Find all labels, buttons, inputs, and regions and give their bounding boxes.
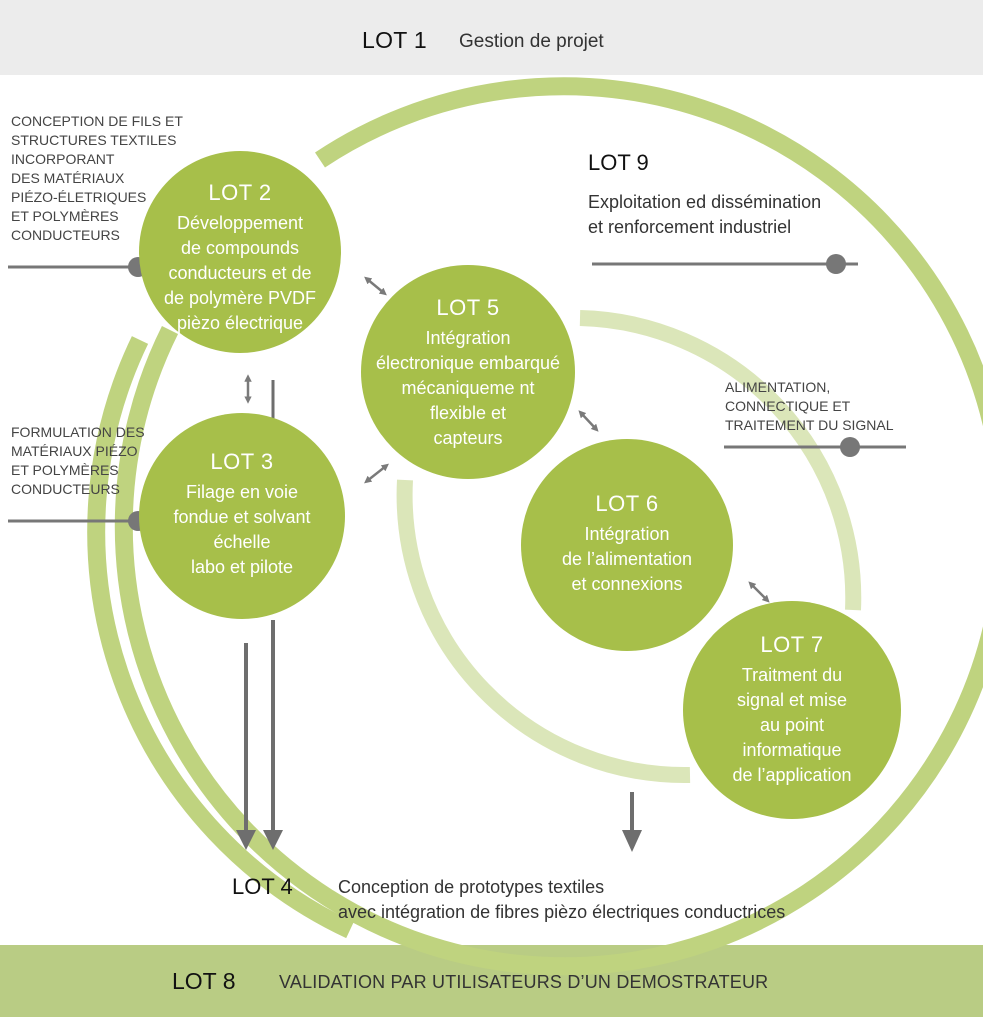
lot1-description: Gestion de projet (459, 31, 604, 52)
side-label-line: ET POLYMÈRES (11, 462, 119, 478)
lot3-circle (139, 413, 345, 619)
lot5-line: électronique embarqué (375, 353, 561, 373)
lot6-line: Intégration (584, 524, 670, 544)
lot3-line: Filage en voie (185, 482, 299, 502)
side-label-line: INCORPORANT (11, 151, 115, 167)
lot5-title: LOT 5 (436, 295, 500, 320)
side-label-line: CONCEPTION DE FILS ET (11, 113, 183, 129)
arrow-down-lot6-head (622, 830, 642, 852)
lot7-circle (683, 601, 901, 819)
lot2-line: conducteurs et de (168, 263, 312, 283)
lot7-line: de l’application (732, 765, 852, 785)
lot7-line: au point (759, 715, 825, 735)
lot4-line: avec intégration de fibres pièzo électri… (338, 902, 786, 922)
lot5-line: mécaniqueme nt (401, 378, 535, 398)
arrow-down-lot3-a-head (236, 830, 256, 850)
lot2-label: LOT 2 Développement de compounds conduct… (140, 180, 340, 336)
outer-ring-left (87, 336, 354, 939)
arrow-lot5-lot6 (578, 410, 599, 432)
lot3-label: LOT 3 Filage en voie fondue et solvant é… (142, 449, 342, 580)
lot5-line: Intégration (425, 328, 511, 348)
lot6-title: LOT 6 (595, 491, 659, 516)
side-label-formulation: FORMULATION DES MATÉRIAUX PIÉZO ET POLYM… (11, 423, 145, 499)
lot7-title: LOT 7 (760, 632, 824, 657)
lot2-line: de compounds (180, 238, 300, 258)
lot7-line: informatique (742, 740, 842, 760)
inner-ring-lower (396, 479, 691, 784)
lot8-description: VALIDATION PAR UTILISATEURS D’UN DEMOSTR… (279, 972, 769, 992)
side-label-line: ET POLYMÈRES (11, 208, 119, 224)
lot7-line: signal et mise (736, 690, 848, 710)
connector-dot-lot9 (826, 254, 846, 274)
lot3-line: fondue et solvant (173, 507, 311, 527)
side-label-fils: CONCEPTION DE FILS ET STRUCTURES TEXTILE… (11, 112, 183, 245)
lot6-line: et connexions (571, 574, 683, 594)
lot4-title: LOT 4 (232, 874, 293, 899)
lot2-line: pièzo électrique (176, 313, 304, 333)
lot5-line: capteurs (433, 428, 503, 448)
side-label-line: TRAITEMENT DU SIGNAL (725, 417, 894, 433)
lot6-line: de l’alimentation (561, 549, 693, 569)
side-label-line: STRUCTURES TEXTILES (11, 132, 177, 148)
arrow-lot6-lot7 (748, 581, 770, 603)
arrow-down-lot3-b-head (263, 830, 283, 850)
lot3-line: labo et pilote (190, 557, 294, 577)
side-label-line: ALIMENTATION, (725, 379, 831, 395)
lot3-title: LOT 3 (210, 449, 274, 474)
lot9-line: Exploitation ed dissémination (588, 192, 822, 212)
side-label-line: CONDUCTEURS (11, 481, 120, 497)
connector-dot-lot6 (840, 437, 860, 457)
outer-ring (114, 77, 983, 976)
lot6-label: LOT 6 Intégration de l’alimentation et c… (527, 491, 727, 597)
lot4-description: Conception de prototypes textiles avec i… (338, 875, 785, 925)
lot1-title: LOT 1 (362, 27, 427, 53)
lot3-line: échelle (213, 532, 271, 552)
arrow-lot3-lot5 (364, 463, 389, 484)
side-label-line: FORMULATION DES (11, 424, 145, 440)
side-label-line: CONNECTIQUE ET (725, 398, 851, 414)
lot4-line: Conception de prototypes textiles (338, 877, 605, 897)
side-label-line: DES MATÉRIAUX (11, 170, 125, 186)
lot6-circle (521, 439, 733, 651)
lot7-line: Traitment du (741, 665, 843, 685)
lot5-label: LOT 5 Intégration électronique embarqué … (358, 295, 578, 451)
side-label-line: CONDUCTEURS (11, 227, 120, 243)
lot8-title: LOT 8 (172, 968, 236, 994)
lot9-title: LOT 9 (588, 150, 649, 175)
lot5-circle (361, 265, 575, 479)
lot2-line: Développement (176, 213, 304, 233)
lot9-line: et renforcement industriel (588, 217, 792, 237)
lot2-line: de polymère PVDF (163, 288, 317, 308)
arrow-lot2-lot5 (364, 276, 387, 296)
lot5-line: flexible et (429, 403, 507, 423)
side-label-line: MATÉRIAUX PIÉZO (11, 443, 138, 459)
lot7-label: LOT 7 Traitment du signal et mise au poi… (692, 632, 892, 788)
lot2-title: LOT 2 (208, 180, 272, 205)
side-label-alimentation: ALIMENTATION, CONNECTIQUE ET TRAITEMENT … (725, 378, 894, 435)
lot9-description: Exploitation ed dissémination et renforc… (588, 190, 821, 240)
side-label-line: PIÉZO-ÉLETRIQUES (11, 189, 147, 205)
lot1-banner (0, 0, 983, 75)
inner-ring (579, 310, 862, 611)
lot2-circle (139, 151, 341, 353)
